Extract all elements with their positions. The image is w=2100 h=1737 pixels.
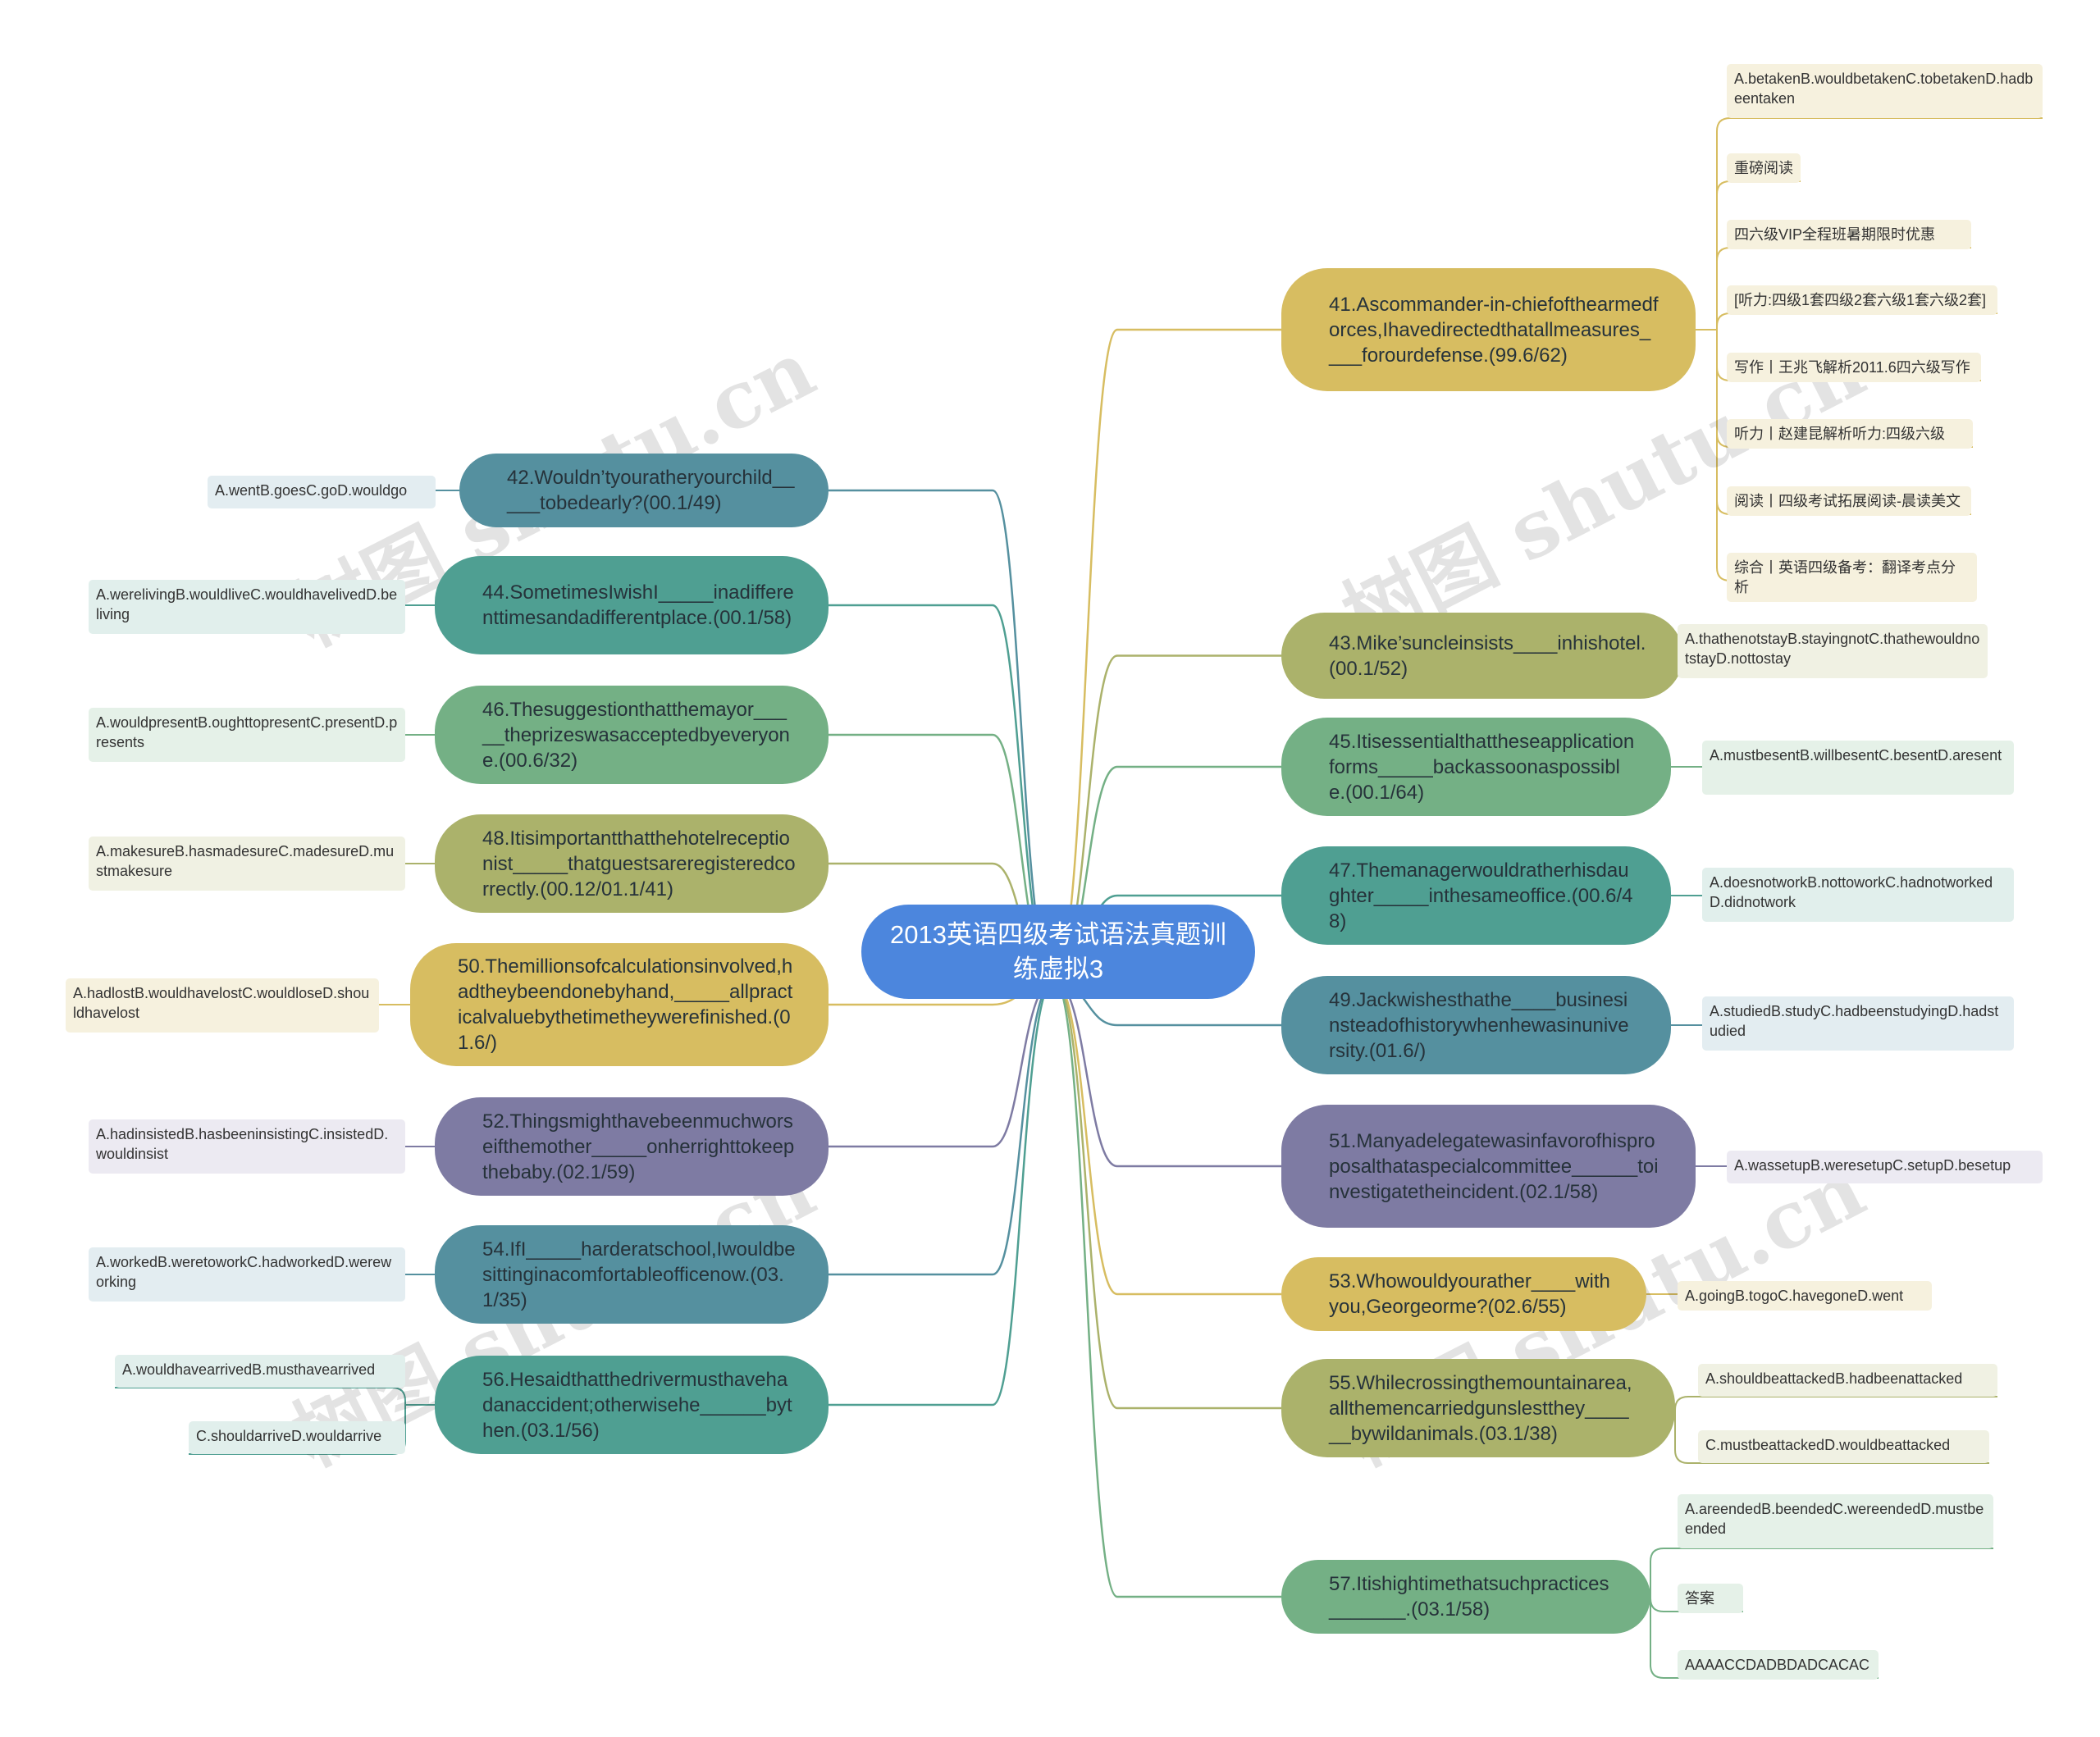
question-node-q49[interactable]: 49.Jackwishesthathe____businesinsteadofh… (1281, 976, 1671, 1074)
question-node-q46[interactable]: 46.Thesuggestionthatthemayor_____thepriz… (435, 686, 829, 784)
connector-line (1053, 979, 1281, 1598)
answer-leaf[interactable]: A.werelivingB.wouldliveC.wouldhavelivedD… (89, 580, 405, 634)
answer-leaf[interactable]: C.shouldarriveD.wouldarrive (189, 1421, 405, 1454)
answer-leaf[interactable]: A.wassetupB.weresetupC.setupD.besetup (1727, 1151, 2043, 1183)
question-text: 54.IfI_____harderatschool,Iwouldbesittin… (482, 1238, 796, 1311)
question-node-q50[interactable]: 50.Themillionsofcalculationsinvolved,had… (410, 943, 829, 1066)
question-text: 51.Manyadelegatewasinfavorofhisproposalt… (1329, 1129, 1659, 1203)
question-node-q51[interactable]: 51.Manyadelegatewasinfavorofhisproposalt… (1281, 1105, 1696, 1228)
root-topic[interactable]: 2013英语四级考试语法真题训练虚拟3 (861, 905, 1255, 999)
answer-leaf[interactable]: A.wentB.goesC.goD.wouldgo (208, 476, 436, 508)
connector-line (1674, 1408, 1989, 1464)
question-node-q52[interactable]: 52.Thingsmighthavebeenmuchworseifthemoth… (435, 1097, 829, 1196)
answer-leaf[interactable]: A.wouldhavearrivedB.musthavearrived (115, 1355, 405, 1388)
question-text: 41.Ascommander-in-chiefofthearmedforces,… (1329, 293, 1659, 367)
question-text: 44.SometimesIwishI_____inadifferenttimes… (482, 581, 794, 629)
answer-leaf[interactable]: [听力:四级1套四级2套六级1套六级2套] (1727, 285, 1997, 315)
answer-leaf[interactable]: AAAACCDADBDADCACAC (1678, 1650, 1879, 1680)
question-node-q47[interactable]: 47.Themanagerwouldratherhisdaughter_____… (1281, 846, 1671, 945)
connector-line (829, 979, 1055, 1406)
answer-leaf[interactable]: 重磅阅读 (1727, 153, 1801, 183)
question-text: 48.Itisimportantthatthehotelreceptionist… (482, 827, 796, 900)
question-text: 45.Itisessentialthattheseapplicationform… (1329, 730, 1635, 804)
question-text: 49.Jackwishesthathe____businesinsteadofh… (1329, 988, 1629, 1062)
question-text: 46.Thesuggestionthatthemayor_____thepriz… (482, 698, 790, 772)
connector-line (115, 1387, 406, 1405)
connector-line (1053, 979, 1281, 1168)
answer-leaf[interactable]: A.thathenotstayB.stayingnotC.thathewould… (1678, 624, 1988, 678)
connector-line (1716, 117, 2043, 330)
answer-leaf[interactable]: 阅读丨四级考试拓展阅读-晨读美文 (1727, 486, 1971, 516)
question-text: 52.Thingsmighthavebeenmuchworseifthemoth… (482, 1110, 795, 1183)
question-text: 47.Themanagerwouldratherhisdaughter_____… (1329, 859, 1633, 932)
question-text: 42.Wouldn’tyouratheryourchild_____tobede… (507, 467, 795, 514)
question-text: 50.Themillionsofcalculationsinvolved,had… (458, 955, 793, 1054)
question-text: 57.Itishightimethatsuchpractices_______.… (1329, 1573, 1609, 1621)
question-node-q42[interactable]: 42.Wouldn’tyouratheryourchild_____tobede… (459, 454, 829, 527)
answer-leaf[interactable]: 综合丨英语四级备考：翻译考点分析 (1727, 553, 1977, 602)
question-node-q41[interactable]: 41.Ascommander-in-chiefofthearmedforces,… (1281, 268, 1696, 391)
question-node-q43[interactable]: 43.Mike’suncleinsists____inhishotel.(00.… (1281, 613, 1683, 699)
question-node-q54[interactable]: 54.IfI_____harderatschool,Iwouldbesittin… (435, 1225, 829, 1324)
answer-leaf[interactable]: A.hadlostB.wouldhavelostC.wouldloseD.sho… (66, 978, 379, 1033)
question-text: 43.Mike’suncleinsists____inhishotel.(00.… (1329, 631, 1646, 680)
answer-leaf[interactable]: A.goingB.togoC.havegoneD.went (1678, 1281, 1932, 1311)
answer-leaf[interactable]: 听力丨赵建昆解析听力:四级六级 (1727, 419, 1973, 449)
question-text: 53.Whowouldyourather____withyou,Georgeor… (1329, 1270, 1610, 1318)
connector-line (829, 979, 1055, 1276)
answer-leaf[interactable]: C.mustbeattackedD.wouldbeattacked (1698, 1430, 1989, 1463)
question-node-q55[interactable]: 55.Whilecrossingthemountainarea,alltheme… (1281, 1359, 1675, 1457)
question-node-q53[interactable]: 53.Whowouldyourather____withyou,Georgeor… (1281, 1257, 1646, 1331)
question-text: 55.Whilecrossingthemountainarea,alltheme… (1329, 1371, 1632, 1445)
answer-leaf[interactable]: A.areendedB.beendedC.wereendedD.mustbeen… (1678, 1494, 1993, 1548)
answer-leaf[interactable]: A.shouldbeattackedB.hadbeenattacked (1698, 1364, 1997, 1397)
connector-line (1650, 1548, 1993, 1597)
answer-leaf[interactable]: 四六级VIP全程班暑期限时优惠 (1727, 220, 1971, 249)
answer-leaf[interactable]: 写作丨王兆飞解析2011.6四六级写作 (1727, 353, 1981, 382)
connector-line (1650, 1597, 1879, 1679)
answer-leaf[interactable]: A.mustbesentB.willbesentC.besentD.aresen… (1702, 741, 2014, 795)
connector-line (1053, 979, 1281, 1410)
question-node-q44[interactable]: 44.SometimesIwishI_____inadifferenttimes… (435, 556, 829, 654)
answer-leaf[interactable]: A.hadinsistedB.hasbeeninsistingC.insiste… (89, 1119, 405, 1174)
question-node-q56[interactable]: 56.Hesaidthatthedrivermusthavehadanaccid… (435, 1356, 829, 1454)
answer-leaf[interactable]: A.workedB.weretoworkC.hadworkedD.werewor… (89, 1247, 405, 1302)
answer-leaf[interactable]: A.betakenB.wouldbetakenC.tobetakenD.hadb… (1727, 64, 2043, 118)
answer-leaf[interactable]: A.doesnotworkB.nottoworkC.hadnotworkedD.… (1702, 868, 2014, 922)
connector-line (1674, 1396, 1997, 1411)
connector-line (1053, 979, 1281, 1296)
answer-leaf[interactable]: 答案 (1678, 1584, 1743, 1613)
answer-leaf[interactable]: A.studiedB.studyC.hadbeenstudyingD.hadst… (1702, 996, 2014, 1051)
question-node-q57[interactable]: 57.Itishightimethatsuchpractices_______.… (1281, 1560, 1650, 1634)
answer-leaf[interactable]: A.makesureB.hasmadesureC.madesureD.mustm… (89, 837, 405, 891)
answer-leaf[interactable]: A.wouldpresentB.oughttopresentC.presentD… (89, 708, 405, 762)
connector-line (1716, 312, 1997, 330)
question-node-q45[interactable]: 45.Itisessentialthattheseapplicationform… (1281, 718, 1671, 816)
question-node-q48[interactable]: 48.Itisimportantthatthehotelreceptionist… (435, 814, 829, 913)
question-text: 56.Hesaidthatthedrivermusthavehadanaccid… (482, 1368, 792, 1442)
